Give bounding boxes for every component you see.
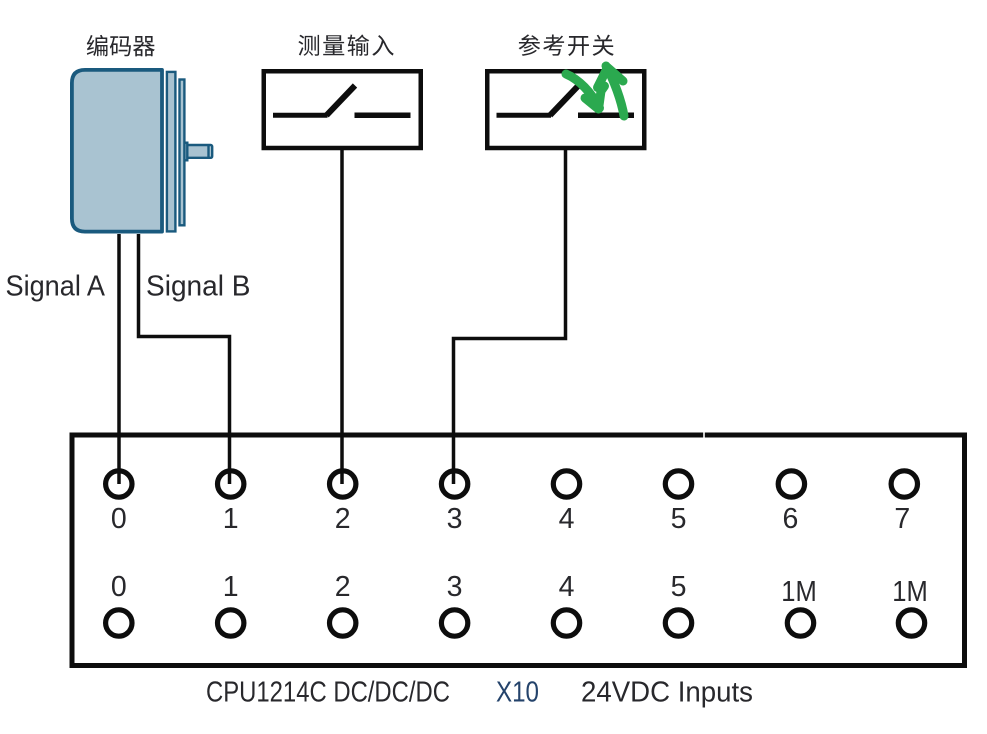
svg-text:2: 2 <box>335 503 351 535</box>
svg-text:2: 2 <box>335 571 351 603</box>
svg-text:6: 6 <box>782 503 798 535</box>
svg-text:3: 3 <box>447 571 463 603</box>
svg-text:X10: X10 <box>496 677 539 709</box>
svg-text:4: 4 <box>559 571 575 603</box>
svg-text:CPU1214C DC/DC/DC: CPU1214C DC/DC/DC <box>206 677 450 709</box>
svg-text:Signal A: Signal A <box>6 271 106 303</box>
svg-text:7: 7 <box>894 503 910 535</box>
svg-text:Signal B: Signal B <box>146 271 251 303</box>
svg-text:3: 3 <box>447 503 463 535</box>
svg-text:4: 4 <box>559 503 575 535</box>
svg-text:1: 1 <box>223 571 239 603</box>
svg-text:5: 5 <box>671 503 687 535</box>
svg-text:1M: 1M <box>781 576 817 608</box>
svg-text:24VDC Inputs: 24VDC Inputs <box>581 677 753 709</box>
svg-text:1: 1 <box>223 503 239 535</box>
svg-text:1M: 1M <box>892 576 928 608</box>
svg-text:5: 5 <box>671 571 687 603</box>
svg-text:0: 0 <box>111 503 127 535</box>
svg-text:0: 0 <box>111 571 127 603</box>
